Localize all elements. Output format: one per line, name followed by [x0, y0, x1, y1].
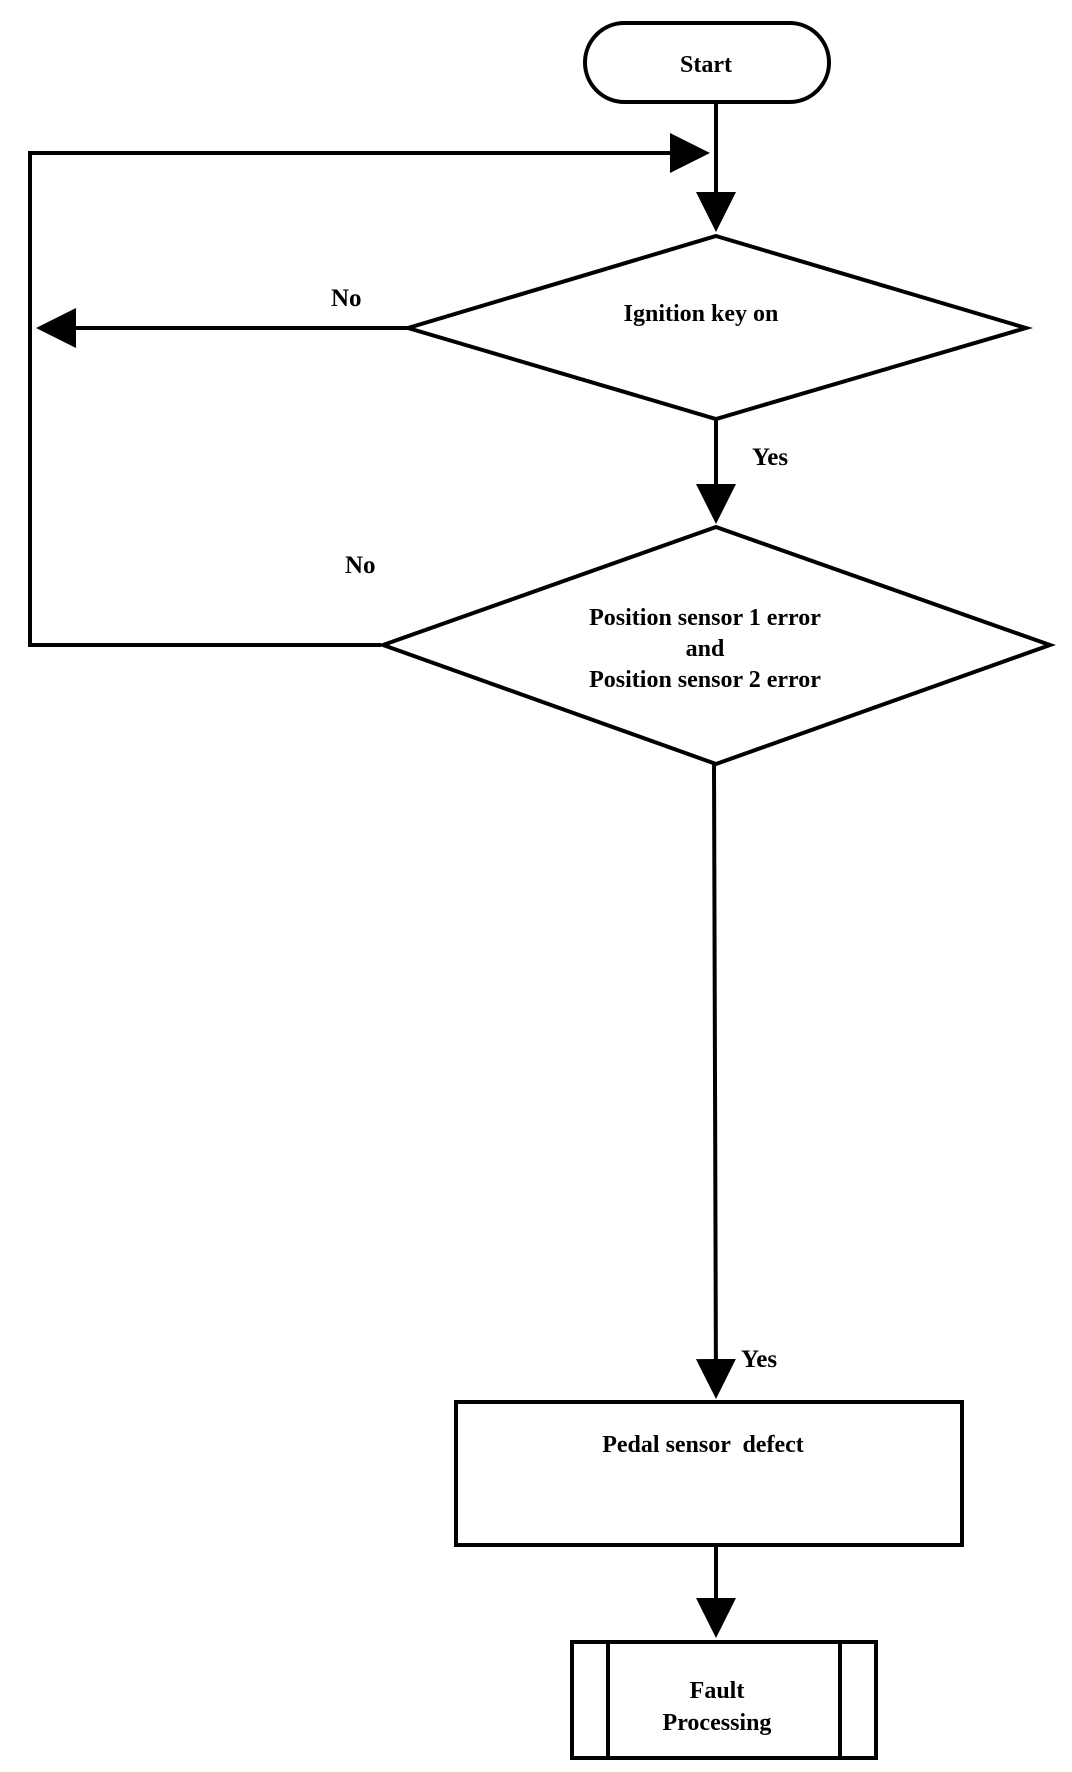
sensors-yes-label: Yes — [741, 1346, 777, 1373]
ignition-label: Ignition key on — [624, 301, 779, 327]
start-node: Start — [583, 21, 831, 104]
sensors-decision-node: Position sensor 1 error and Position sen… — [377, 524, 1056, 767]
fault-processing-node: Fault Processing — [570, 1640, 878, 1760]
start-label: Start — [680, 52, 732, 78]
ignition-decision-node: Ignition key on — [400, 233, 1034, 422]
ignition-no-label: No — [331, 285, 362, 312]
ignition-yes-label: Yes — [752, 444, 788, 471]
loop-back-line — [28, 133, 710, 647]
sensors-no-label: No — [345, 552, 376, 579]
sensors-label-line2: and — [686, 636, 725, 662]
defect-label: Pedal sensor defect — [602, 1432, 804, 1458]
defect-process-node: Pedal sensor defect — [454, 1400, 964, 1547]
edge-sensors-yes — [695, 763, 736, 1399]
fault-label-line1: Fault — [690, 1678, 745, 1704]
sensors-label-line1: Position sensor 1 error — [589, 605, 821, 631]
fault-label-line2: Processing — [663, 1710, 772, 1736]
sensors-label-line3: Position sensor 2 error — [589, 667, 821, 693]
